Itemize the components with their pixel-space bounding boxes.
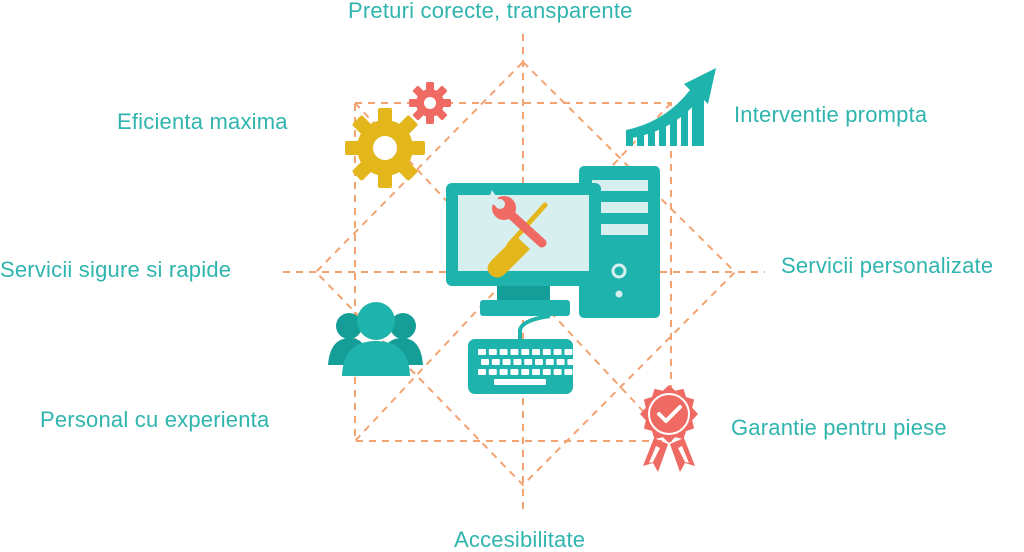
guarantee-badge-icon xyxy=(640,385,698,472)
keyboard-key xyxy=(491,359,500,365)
label-experienced-staff: Personal cu experienta xyxy=(40,407,270,432)
large-gear-icon xyxy=(345,108,425,188)
label-fair-prices: Preturi corecte, transparente xyxy=(348,0,633,23)
keyboard-key xyxy=(488,369,497,375)
keyboard-cable xyxy=(518,314,551,340)
keyboard-spacebar xyxy=(494,379,546,385)
label-personalized-services: Servicii personalizate xyxy=(781,253,994,278)
keyboard-key xyxy=(524,359,533,365)
keyboard-key xyxy=(553,369,562,375)
keyboard-key xyxy=(542,369,551,375)
keyboard-key xyxy=(478,349,486,355)
keyboard-key xyxy=(488,349,497,355)
keyboard-key xyxy=(553,349,562,355)
keyboard-key xyxy=(499,369,508,375)
keyboard-key xyxy=(521,369,530,375)
label-max-efficiency: Eficienta maxima xyxy=(117,109,288,134)
keyboard-key xyxy=(502,359,511,365)
growth-chart-icon xyxy=(626,68,716,146)
diamond-outline xyxy=(314,60,737,487)
keyboard-key xyxy=(556,359,565,365)
keyboard-key xyxy=(532,369,540,375)
keyboard-key xyxy=(564,349,573,355)
keyboard-key xyxy=(478,369,486,375)
keyboard-key xyxy=(510,369,519,375)
keyboard-key xyxy=(542,349,551,355)
keyboard-key xyxy=(521,349,530,355)
keyboard-key xyxy=(545,359,554,365)
keyboard-key xyxy=(532,349,540,355)
keyboard-key xyxy=(481,359,489,365)
monitor-icon xyxy=(446,183,601,316)
label-accessibility: Accesibilitate xyxy=(454,527,586,552)
keyboard-key xyxy=(510,349,519,355)
keyboard-key xyxy=(535,359,543,365)
label-parts-guarantee: Garantie pentru piese xyxy=(731,415,947,440)
label-prompt-intervention: Interventie prompta xyxy=(734,102,928,127)
keyboard-key xyxy=(564,369,573,375)
computer-repair-icon xyxy=(446,166,660,394)
small-gear-icon xyxy=(409,82,451,124)
people-group-icon xyxy=(328,302,423,376)
keyboard-key xyxy=(567,359,576,365)
keyboard-key xyxy=(513,359,522,365)
gears-icon xyxy=(345,82,451,188)
keyboard-icon xyxy=(468,339,576,394)
keyboard-key xyxy=(499,349,508,355)
wrench-icon xyxy=(487,190,547,248)
square-outline xyxy=(354,102,672,442)
label-safe-fast-services: Servicii sigure si rapide xyxy=(0,257,232,282)
